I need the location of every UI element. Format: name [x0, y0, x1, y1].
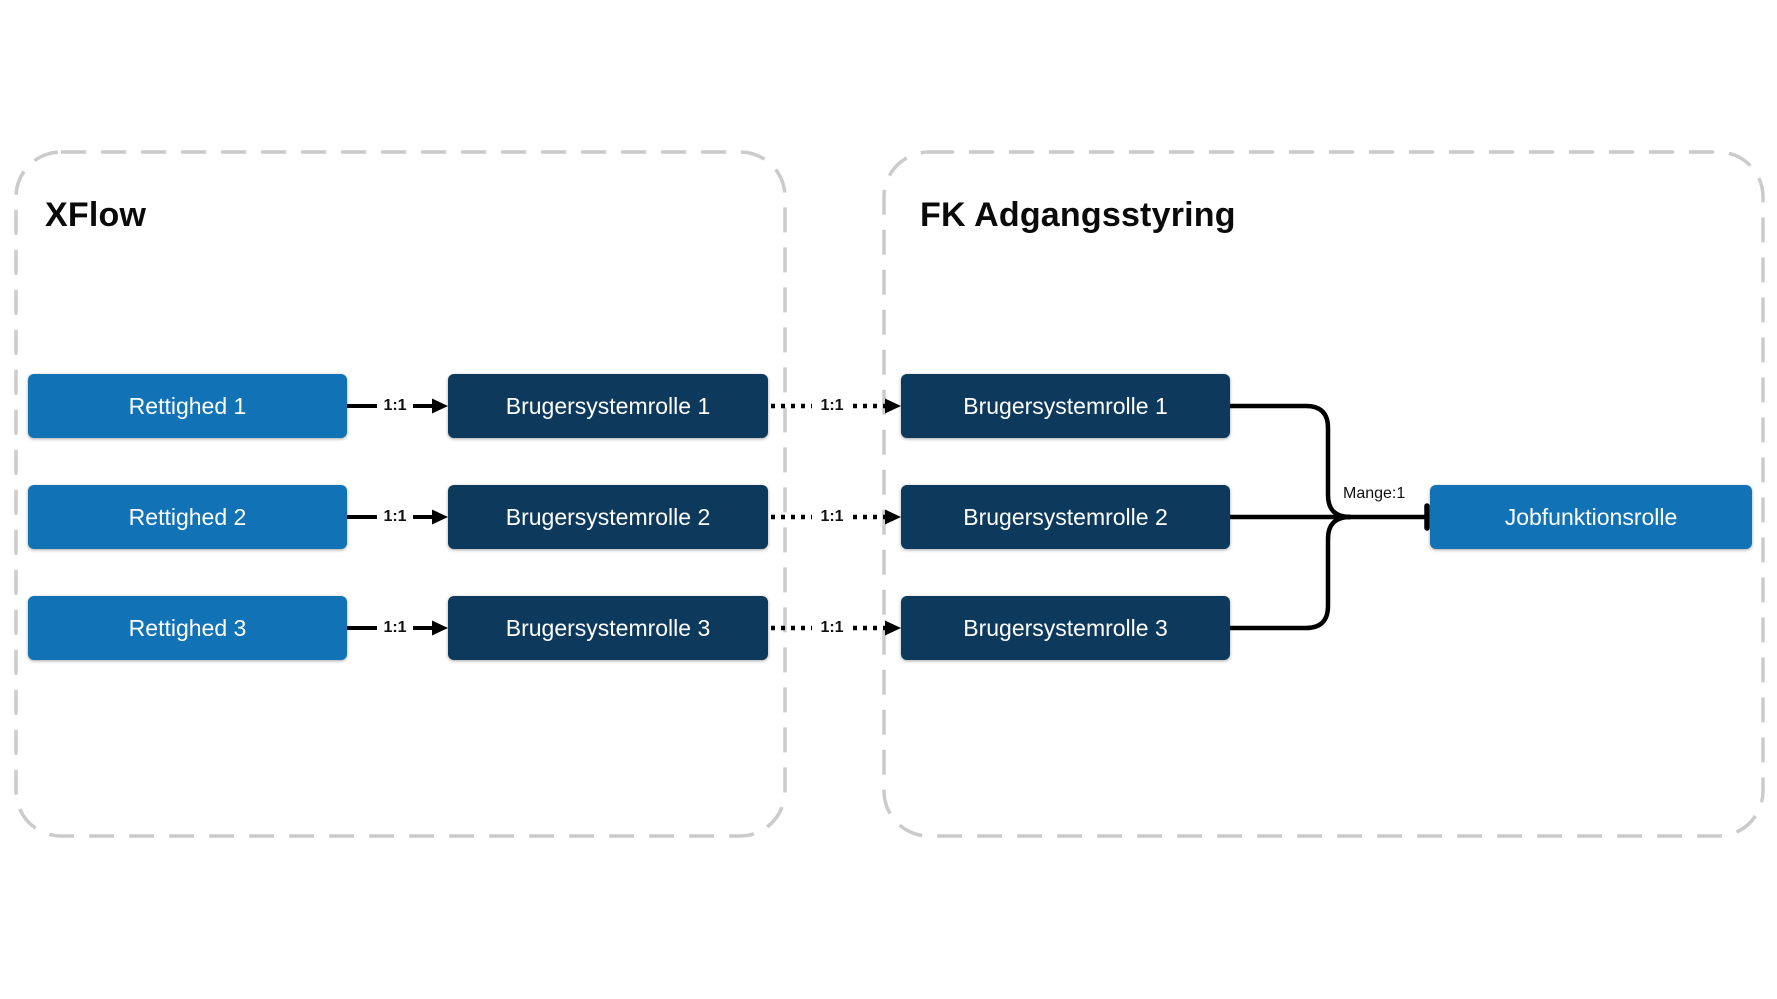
fk-adgangsstyring-title: FK Adgangsstyring — [920, 196, 1236, 234]
arrowhead-icon — [432, 398, 448, 414]
relation-label-1-1-dotted-3: 1:1 — [818, 619, 846, 637]
node-rettighed-1: Rettighed 1 — [28, 374, 347, 438]
node-brugersystemrolle-xflow-2: Brugersystemrolle 2 — [448, 485, 768, 549]
arrowhead-icon — [432, 620, 448, 636]
dotted-arrow-bsr-to-fk-2 — [771, 509, 901, 525]
arrowhead-icon — [885, 398, 901, 414]
node-brugersystemrolle-xflow-3: Brugersystemrolle 3 — [448, 596, 768, 660]
xflow-title: XFlow — [45, 196, 147, 234]
merge-connector — [1227, 403, 1430, 631]
dotted-arrow-bsr-to-fk-1 — [771, 398, 901, 414]
arrow-rettighed-to-bsr-1 — [347, 398, 448, 414]
node-jobfunktionsrolle: Jobfunktionsrolle — [1430, 485, 1752, 549]
arrowhead-icon — [885, 509, 901, 525]
node-rettighed-3: Rettighed 3 — [28, 596, 347, 660]
node-brugersystemrolle-fk-2: Brugersystemrolle 2 — [901, 485, 1230, 549]
relation-label-1-1-dotted-1: 1:1 — [818, 397, 846, 415]
relation-label-1-1-solid-2: 1:1 — [381, 508, 409, 526]
node-brugersystemrolle-fk-3: Brugersystemrolle 3 — [901, 596, 1230, 660]
arrow-rettighed-to-bsr-3 — [347, 620, 448, 636]
relation-label-mange-1: Mange:1 — [1343, 485, 1406, 502]
relation-label-1-1-solid-3: 1:1 — [381, 619, 409, 637]
dotted-arrow-bsr-to-fk-3 — [771, 620, 901, 636]
arrowhead-icon — [432, 509, 448, 525]
node-rettighed-2: Rettighed 2 — [28, 485, 347, 549]
relation-label-1-1-dotted-2: 1:1 — [818, 508, 846, 526]
relation-label-1-1-solid-1: 1:1 — [381, 397, 409, 415]
xflow-container-border — [14, 150, 787, 838]
node-brugersystemrolle-fk-1: Brugersystemrolle 1 — [901, 374, 1230, 438]
arrow-rettighed-to-bsr-2 — [347, 509, 448, 525]
arrowhead-icon — [885, 620, 901, 636]
fk-container-border — [882, 150, 1765, 838]
node-brugersystemrolle-xflow-1: Brugersystemrolle 1 — [448, 374, 768, 438]
